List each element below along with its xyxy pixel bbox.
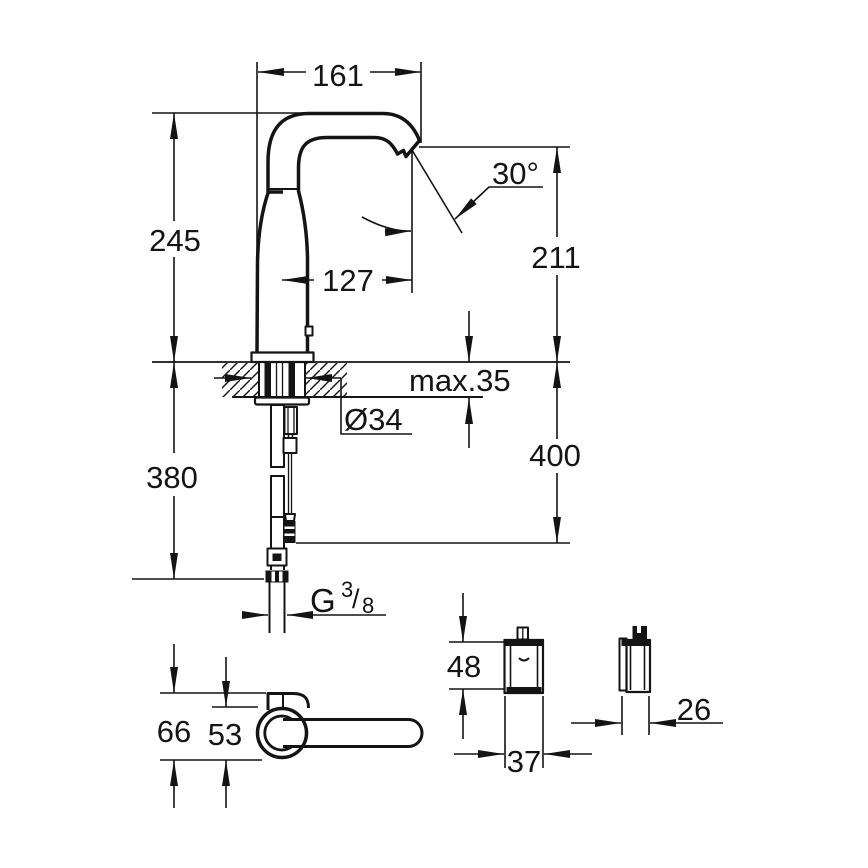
power-box-side-view: 26 [571, 626, 723, 735]
thread-label-g: G [310, 582, 336, 619]
dim-label-245: 245 [149, 223, 201, 258]
extension-lines [132, 62, 570, 580]
power-box-front-base-band [506, 687, 542, 693]
dimension-380: 380 [146, 362, 198, 579]
dim-label-dia34: Ø34 [344, 402, 403, 437]
thread-label-denominator: 8 [362, 593, 374, 618]
dim-label-400: 400 [529, 438, 581, 473]
plan-base-circle [255, 706, 309, 760]
deck-hatch-left [222, 363, 258, 397]
dimension-53: 53 [208, 657, 258, 808]
fixing-washer [253, 396, 311, 406]
dimension-66: 66 [157, 644, 266, 808]
power-box-front-view: 48 37 [447, 593, 592, 779]
water-stream [361, 149, 463, 237]
dimension-30deg: 30° [454, 156, 543, 220]
dim-label-30deg: 30° [492, 156, 539, 191]
thread-label-numerator: 3 [341, 577, 353, 602]
stream-line [411, 149, 463, 234]
power-box-logo-mark [518, 657, 530, 662]
dimension-127: 127 [282, 263, 412, 298]
plan-inner-arc [263, 714, 293, 752]
flow-direction-arrow [361, 216, 412, 237]
sensor-window [304, 325, 314, 337]
plan-spout-lever [283, 718, 424, 748]
dim-label-211: 211 [531, 240, 580, 275]
dim-label-161: 161 [312, 58, 364, 93]
dimension-245: 245 [149, 113, 201, 362]
below-deck-assembly [253, 396, 311, 633]
connection-nut [265, 570, 289, 583]
faucet-side-elevation [132, 62, 570, 633]
mounting-shank [258, 362, 306, 397]
hose-end [270, 517, 285, 549]
sensor-cable [287, 453, 293, 514]
plan-sensor-housing [266, 692, 310, 710]
dim-label-127: 127 [322, 263, 374, 298]
dimension-37: 37 [454, 744, 592, 779]
connection-tube [268, 582, 286, 633]
dim-label-66: 66 [157, 714, 191, 749]
dim-label-37: 37 [507, 744, 541, 779]
thread-label-slash: / [352, 584, 360, 614]
braided-hose-upper [270, 404, 285, 468]
dimension-48: 48 [447, 593, 504, 739]
faucet-outline [255, 111, 422, 353]
threaded-rod [282, 406, 298, 514]
dim-label-26: 26 [677, 692, 711, 727]
faucet-plan-view: 66 53 [157, 644, 424, 808]
power-box-front-cap [503, 639, 544, 646]
power-box-side-cap [621, 639, 651, 646]
faucet-body [250, 111, 422, 364]
dimension-211: 211 [531, 147, 581, 362]
dim-label-max35: max.35 [409, 363, 511, 398]
dimension-dia34: Ø34 [214, 374, 412, 437]
dim-label-380: 380 [146, 460, 198, 495]
base-flange [250, 351, 315, 364]
cable-plug [283, 513, 296, 543]
dimensions-side-view: 161 245 127 30° 211 max.35 [146, 58, 581, 619]
dim-label-48: 48 [447, 649, 481, 684]
dimension-26: 26 [571, 692, 723, 727]
hose-coupling [266, 547, 288, 570]
braided-hose-lower [270, 475, 285, 518]
dimension-400: 400 [529, 362, 581, 543]
dimension-161: 161 [258, 58, 421, 93]
dimension-max35: max.35 [409, 311, 511, 448]
dimension-g38-thread: G 3 / 8 [242, 577, 386, 619]
dim-label-53: 53 [208, 717, 242, 752]
